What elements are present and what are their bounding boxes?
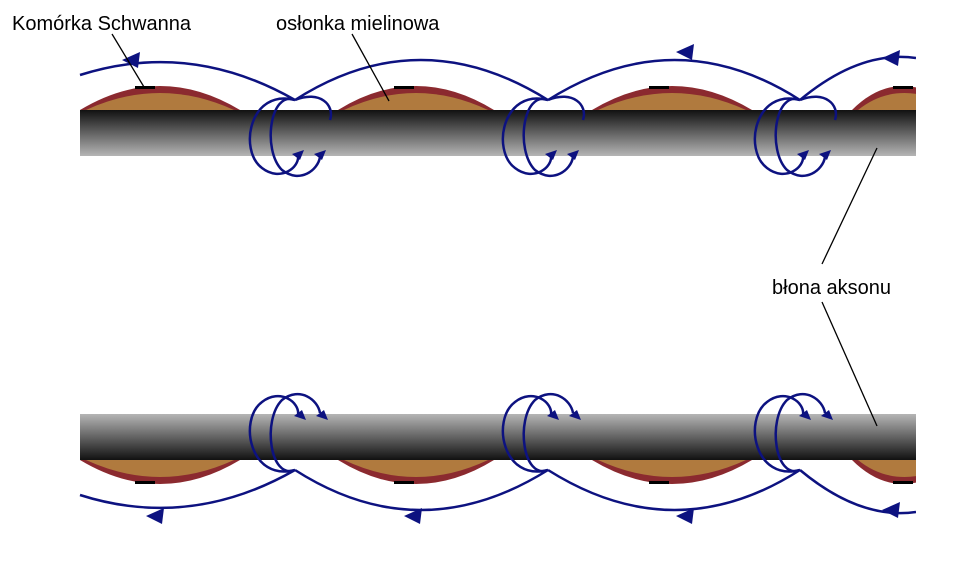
top-axon [80,110,916,156]
schwann-cell-label: Komórka Schwanna [12,13,192,35]
bottom-node-loops [248,393,827,473]
top-myelin-sheath-4 [852,86,916,110]
bottom-axon [80,414,916,460]
bottom-myelin-sheath-1 [80,460,240,484]
axon-membrane-leader-bottom [821,301,878,427]
top-arc-arrows [122,44,900,68]
bottom-current-arcs [79,468,916,515]
top-loop-arrows [292,150,831,160]
bottom-myelin-sheath-3 [592,460,752,484]
top-myelin-sheath-2 [338,86,494,110]
bottom-loop-arrows [294,410,833,420]
bottom-myelin-sheath-4 [852,460,916,484]
axon-membrane-label: błona aksonu [772,277,891,299]
bottom-axon-section [79,393,916,524]
top-current-arcs [79,55,916,102]
top-myelin-sheath-3 [592,86,752,110]
top-node-loops [248,95,838,177]
schwann-cell-leader [111,33,145,88]
axon-membrane-leader-top [821,147,878,265]
label-leaders [111,33,878,427]
top-axon-section [79,44,916,177]
bottom-arc-arrows [146,502,900,524]
bottom-myelin-sheath-2 [338,460,494,484]
top-myelin-sheath-1 [80,86,240,110]
myelin-sheath-leader [351,33,390,102]
myelin-sheath-label: osłonka mielinowa [276,13,440,35]
